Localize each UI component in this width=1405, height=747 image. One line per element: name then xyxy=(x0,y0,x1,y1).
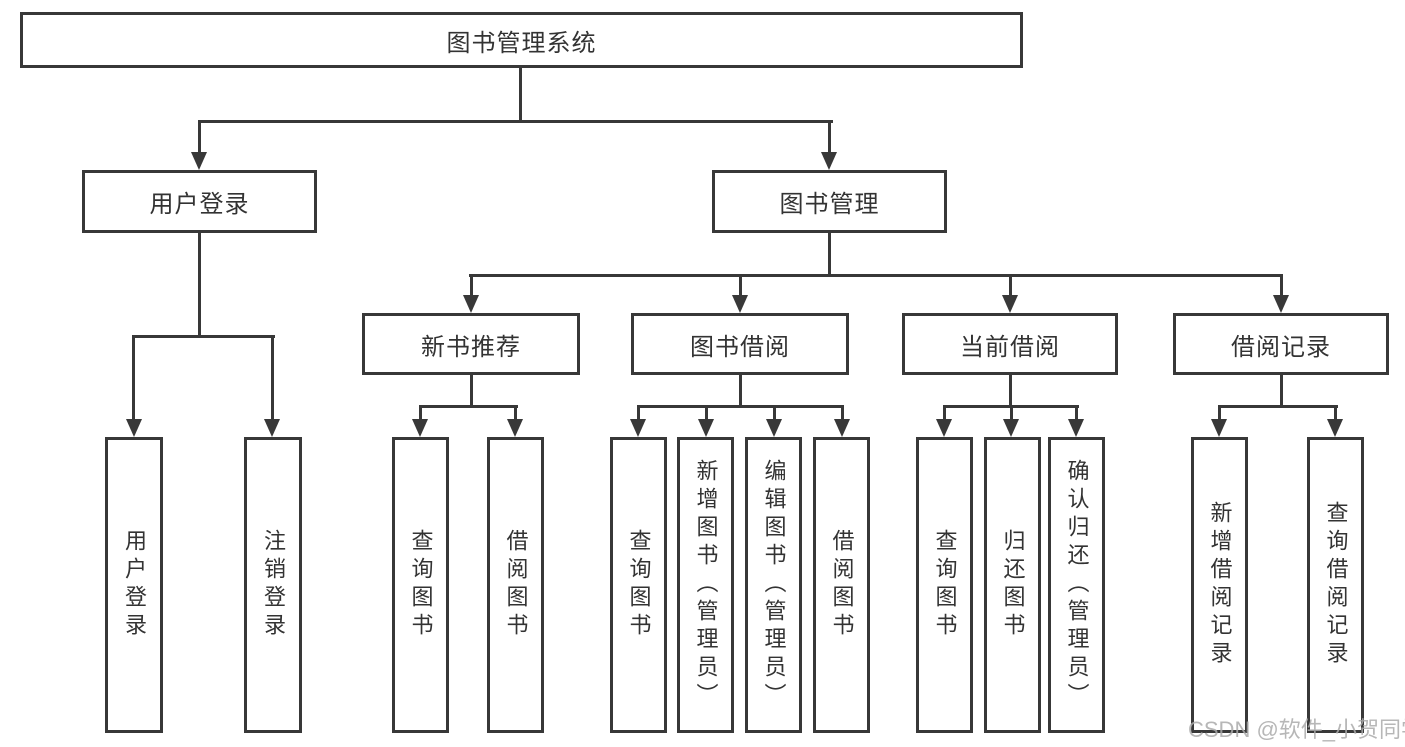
arrow-down-icon xyxy=(766,419,782,437)
connector-line xyxy=(1075,405,1078,421)
node-label: 图书管理系统 xyxy=(446,29,597,57)
arrow-down-icon xyxy=(463,295,479,313)
connector-line xyxy=(637,405,844,408)
leaf-label: 借阅图书 xyxy=(503,529,529,641)
node-user-login: 用户登录 xyxy=(82,170,317,233)
arrow-down-icon xyxy=(1273,295,1289,313)
connector-line xyxy=(739,375,742,407)
connector-line xyxy=(419,405,518,408)
connector-line xyxy=(514,405,517,421)
connector-line xyxy=(470,375,473,407)
node-label: 当前借阅 xyxy=(960,333,1060,361)
connector-line xyxy=(637,405,640,421)
leaf-logout: 注销登录 xyxy=(244,437,302,733)
connector-line xyxy=(739,274,742,297)
connector-line xyxy=(469,274,1282,277)
arrow-down-icon xyxy=(412,419,428,437)
leaf-user-login: 用户登录 xyxy=(105,437,163,733)
leaf-label: 查询图书 xyxy=(626,529,652,641)
connector-line xyxy=(828,233,831,276)
leaf-borrow-books-1: 借阅图书 xyxy=(487,437,544,733)
leaf-confirm-return-admin: 确认归还（管理员） xyxy=(1048,437,1105,733)
connector-line xyxy=(198,120,201,154)
leaf-edit-books-admin: 编辑图书（管理员） xyxy=(745,437,802,733)
node-label: 用户登录 xyxy=(149,191,250,218)
arrow-down-icon xyxy=(507,419,523,437)
connector-line xyxy=(1280,274,1283,297)
node-label: 图书借阅 xyxy=(690,333,790,361)
leaf-return-books: 归还图书 xyxy=(984,437,1041,733)
connector-line xyxy=(1009,375,1012,407)
arrow-down-icon xyxy=(834,419,850,437)
connector-line xyxy=(198,233,201,335)
leaf-label: 新增图书（管理员） xyxy=(693,459,719,711)
connector-line xyxy=(1218,405,1221,421)
watermark-text: CSDN @软件_小贺同学 xyxy=(1188,717,1405,742)
connector-line xyxy=(841,405,844,421)
arrow-down-icon xyxy=(191,152,207,170)
connector-line xyxy=(1334,405,1337,421)
leaf-borrow-books-2: 借阅图书 xyxy=(813,437,870,733)
node-borrowing-records: 借阅记录 xyxy=(1173,313,1389,375)
arrow-down-icon xyxy=(821,152,837,170)
arrow-down-icon xyxy=(126,419,142,437)
connector-line xyxy=(132,335,275,338)
leaf-add-borrow-record: 新增借阅记录 xyxy=(1191,437,1248,733)
arrow-down-icon xyxy=(1068,419,1084,437)
connector-line xyxy=(705,405,708,421)
leaf-label: 注销登录 xyxy=(261,529,286,641)
node-label: 借阅记录 xyxy=(1231,333,1331,361)
leaf-label: 查询图书 xyxy=(408,529,434,641)
connector-line xyxy=(470,274,473,297)
connector-line xyxy=(419,405,422,421)
node-new-book-recommendation: 新书推荐 xyxy=(362,313,580,375)
arrow-down-icon xyxy=(630,419,646,437)
leaf-query-books-2: 查询图书 xyxy=(610,437,667,733)
leaf-label: 归还图书 xyxy=(1000,529,1026,641)
leaf-label: 新增借阅记录 xyxy=(1207,501,1233,669)
node-library-management-system: 图书管理系统 xyxy=(20,12,1023,68)
connector-line xyxy=(1009,274,1012,297)
arrow-down-icon xyxy=(1327,419,1343,437)
connector-line xyxy=(1218,405,1338,408)
leaf-label: 查询借阅记录 xyxy=(1323,501,1349,669)
node-book-management: 图书管理 xyxy=(712,170,947,233)
node-book-borrowing: 图书借阅 xyxy=(631,313,849,375)
connector-line xyxy=(271,335,274,421)
node-label: 新书推荐 xyxy=(421,333,521,361)
arrow-down-icon xyxy=(732,295,748,313)
connector-line xyxy=(773,405,776,421)
connector-line xyxy=(1280,375,1283,407)
connector-line xyxy=(132,335,135,421)
leaf-label: 查询图书 xyxy=(932,529,958,641)
leaf-label: 借阅图书 xyxy=(829,529,855,641)
arrow-down-icon xyxy=(1002,295,1018,313)
leaf-label: 用户登录 xyxy=(122,529,147,641)
arrow-down-icon xyxy=(1003,419,1019,437)
connector-line xyxy=(943,405,946,421)
connector-line xyxy=(198,120,833,123)
node-current-borrowing: 当前借阅 xyxy=(902,313,1118,375)
connector-line xyxy=(1010,405,1013,421)
leaf-label: 编辑图书（管理员） xyxy=(761,459,787,711)
connector-line xyxy=(519,68,522,120)
connector-line xyxy=(828,120,831,154)
leaf-query-books-3: 查询图书 xyxy=(916,437,973,733)
arrow-down-icon xyxy=(264,419,280,437)
node-label: 图书管理 xyxy=(779,191,880,218)
leaf-query-borrow-record: 查询借阅记录 xyxy=(1307,437,1364,733)
leaf-query-books-1: 查询图书 xyxy=(392,437,449,733)
arrow-down-icon xyxy=(698,419,714,437)
arrow-down-icon xyxy=(1211,419,1227,437)
leaf-label: 确认归还（管理员） xyxy=(1064,459,1090,711)
arrow-down-icon xyxy=(936,419,952,437)
leaf-add-books-admin: 新增图书（管理员） xyxy=(677,437,734,733)
